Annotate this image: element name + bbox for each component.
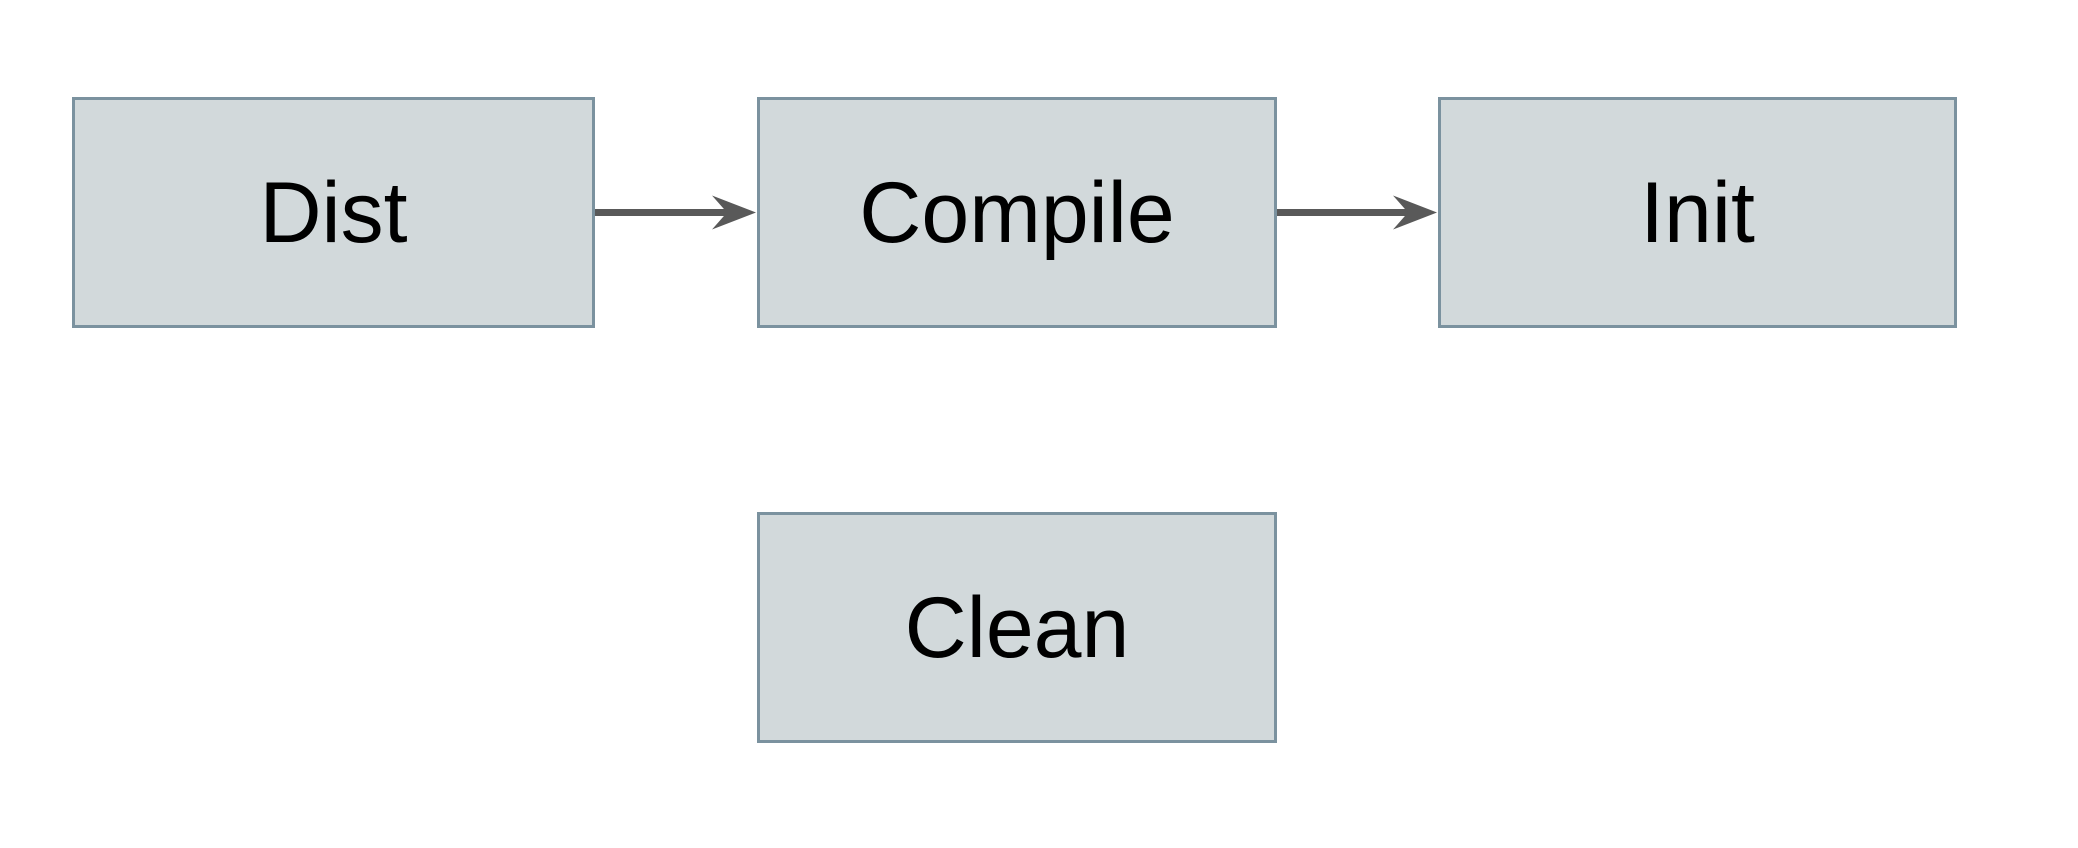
node-label-init: Init [1640,164,1755,261]
node-label-compile: Compile [859,164,1175,261]
node-label-dist: Dist [259,164,408,261]
arrow-head-compile-init[interactable] [1393,195,1437,230]
node-init[interactable]: Init [1438,97,1957,328]
node-compile[interactable]: Compile [757,97,1277,328]
node-clean[interactable]: Clean [757,512,1277,743]
arrow-head-dist-compile[interactable] [712,195,756,230]
node-dist[interactable]: Dist [72,97,595,328]
node-label-clean: Clean [904,579,1130,676]
